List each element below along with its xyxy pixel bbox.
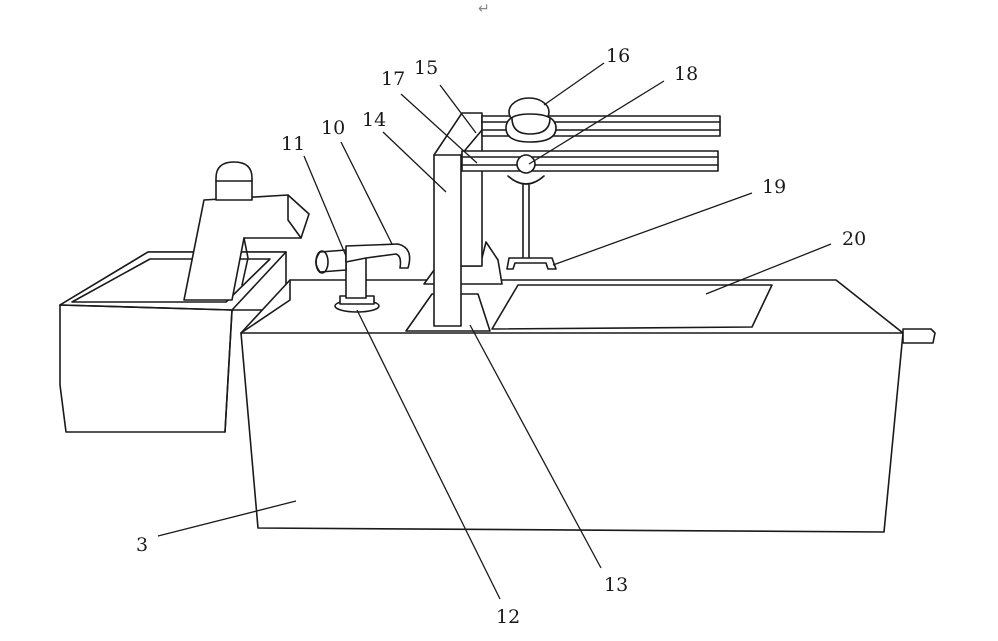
rails (461, 115, 721, 172)
leader-12 (356, 309, 501, 600)
leader-15 (439, 84, 477, 134)
main-body (240, 279, 936, 533)
nozzle-assembly (315, 243, 411, 313)
leader-13 (469, 324, 602, 569)
label-14: 14 (362, 109, 386, 131)
label-17: 17 (381, 68, 405, 90)
leader-10 (340, 141, 393, 245)
leader-14 (382, 131, 447, 193)
label-13: 13 (604, 574, 628, 596)
leader-lines (157, 62, 832, 600)
work-area (491, 284, 773, 330)
label-18: 18 (674, 63, 698, 85)
paragraph-mark: ↵ (478, 1, 490, 17)
leader-17 (400, 93, 478, 164)
leader-3 (157, 500, 297, 537)
motor (505, 97, 557, 143)
leader-20 (705, 243, 832, 295)
label-19: 19 (762, 176, 786, 198)
labels: 3 10 11 12 13 14 15 16 17 18 19 20 (136, 45, 866, 628)
hanger-gripper (506, 184, 557, 270)
leader-16 (543, 62, 605, 106)
feeder-arm (183, 161, 310, 301)
label-16: 16 (606, 45, 630, 67)
label-3: 3 (136, 534, 148, 556)
leader-18 (528, 80, 665, 165)
label-12: 12 (496, 606, 520, 628)
label-10: 10 (321, 117, 345, 139)
label-15: 15 (414, 57, 438, 79)
trolley (507, 154, 545, 185)
label-11: 11 (281, 133, 305, 155)
leader-11 (303, 155, 347, 257)
label-20: 20 (842, 228, 866, 250)
leader-19 (552, 192, 753, 266)
